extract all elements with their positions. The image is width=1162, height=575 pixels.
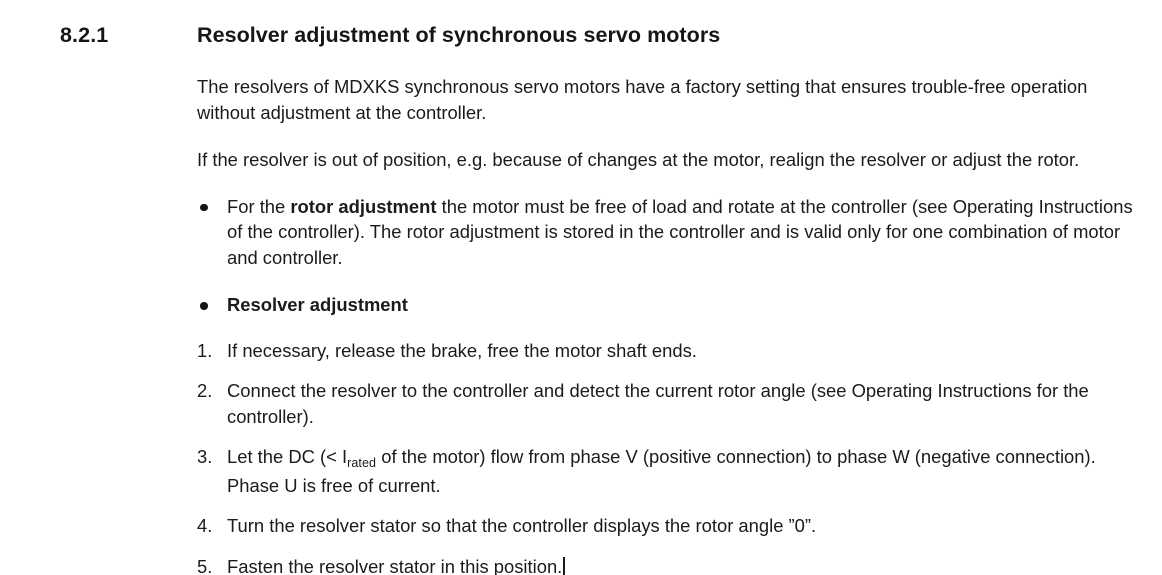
section-heading: 8.2.1 Resolver adjustment of synchronous…: [0, 23, 1162, 57]
intro-paragraph-2: If the resolver is out of position, e.g.…: [197, 149, 1080, 170]
intro-paragraph-1: The resolvers of MDXKS synchronous servo…: [197, 76, 1088, 123]
section-number: 8.2.1: [60, 23, 109, 47]
step-number: 5.: [197, 555, 213, 575]
bullet-bold-term: rotor adjustment: [290, 195, 437, 217]
step-item-4: 4. Turn the resolver stator so that the …: [197, 513, 1149, 539]
step-text: If necessary, release the brake, free th…: [227, 339, 697, 361]
step-text: Turn the resolver stator so that the con…: [227, 515, 817, 536]
bullet-item-resolver-adjustment: Resolver adjustment: [197, 292, 1149, 318]
bullet-lead-text: For the: [227, 195, 291, 217]
text-cursor-caret: [563, 556, 565, 575]
step-item-5: 5. Fasten the resolver stator in this po…: [197, 554, 1149, 575]
bullet-bold-term: Resolver adjustment: [227, 294, 408, 315]
step-text-after-symbol: of the motor) flow from phase V (positiv…: [227, 446, 1096, 496]
step-text: Let the DC (< Irated of the motor) flow …: [227, 446, 1096, 496]
step-item-1: 1. If necessary, release the brake, free…: [197, 338, 1149, 364]
step-text: Fasten the resolver stator in this posit…: [227, 555, 563, 575]
rated-current-subscript: rated: [347, 455, 377, 470]
page-title: Resolver adjustment of synchronous servo…: [197, 23, 721, 47]
step-item-2: 2. Connect the resolver to the controlle…: [197, 378, 1149, 429]
step-text: Connect the resolver to the controller a…: [227, 380, 1089, 427]
step-item-3: 3. Let the DC (< Irated of the motor) fl…: [197, 444, 1149, 498]
step-number: 4.: [197, 515, 213, 536]
step-text-before-symbol: Let the DC (< I: [227, 446, 348, 467]
bullet-dot-icon: [200, 203, 208, 211]
body-column: The resolvers of MDXKS synchronous servo…: [197, 74, 1149, 575]
step-number: 3.: [197, 446, 213, 467]
bullet-tail-text: the motor must be free of load and rotat…: [227, 195, 1133, 268]
step-number: 2.: [197, 380, 213, 401]
bullet-item-rotor-adjustment: For the rotor adjustment the motor must …: [197, 194, 1149, 271]
bullet-dot-icon: [200, 302, 208, 310]
step-number: 1.: [197, 339, 213, 361]
